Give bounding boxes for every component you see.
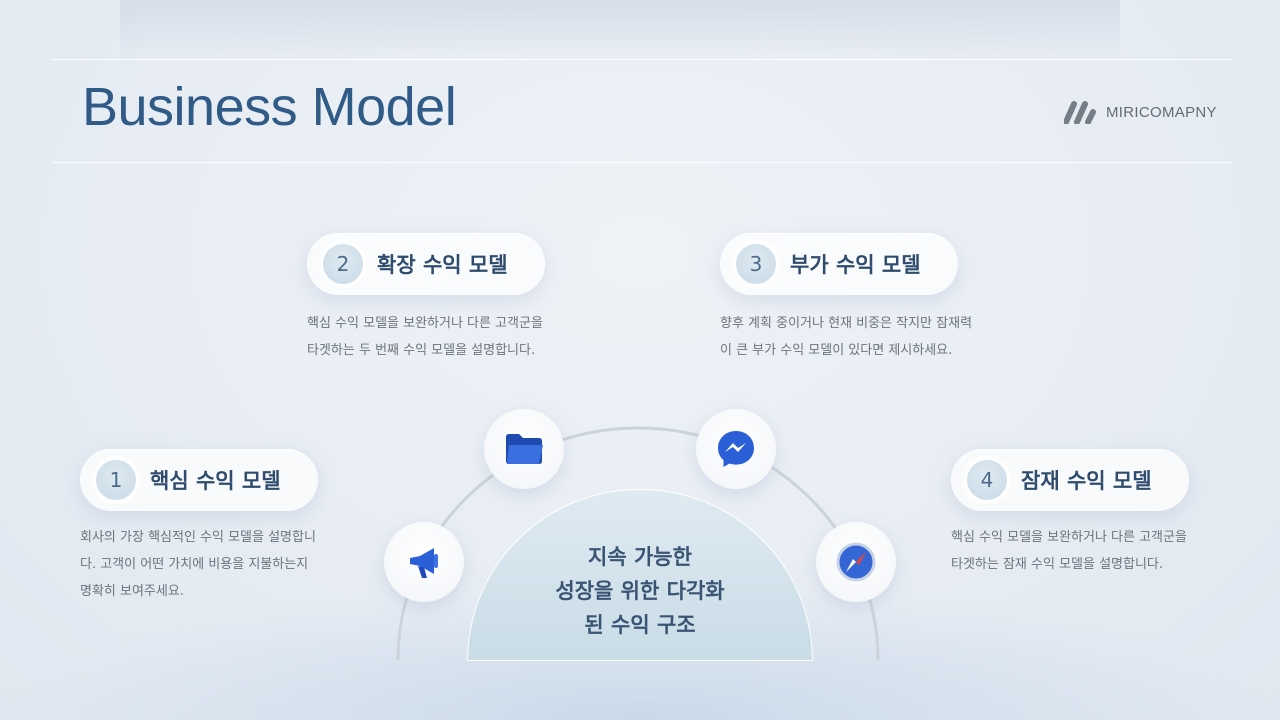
model-2-description: 핵심 수익 모델을 보완하거나 다른 고객군을 타겟하는 두 번째 수익 모델을… [307, 310, 543, 364]
folder-icon [506, 434, 543, 464]
center-line-2: 성장을 위한 다각화 [555, 579, 725, 603]
compass-bubble [816, 522, 896, 602]
model-1-desc-line: 회사의 가장 핵심적인 수익 모델을 설명합니 [80, 530, 316, 545]
model-1-description: 회사의 가장 핵심적인 수익 모델을 설명합니 다. 고객이 어떤 가치에 비용… [80, 524, 316, 605]
model-1-desc-line: 명확히 보여주세요. [80, 584, 184, 599]
brand-name: MIRICOMAPNY [1106, 103, 1217, 121]
model-3-pill: 3 부가 수익 모델 [720, 233, 958, 295]
center-statement: 지속 가능한 성장을 위한 다각화 된 수익 구조 [467, 540, 813, 642]
model-1-desc-line: 다. 고객이 어떤 가치에 비용을 지불하는지 [80, 557, 309, 572]
model-3-label: 부가 수익 모델 [790, 253, 921, 277]
model-2-pill: 2 확장 수익 모델 [307, 233, 545, 295]
model-3-description: 향후 계획 중이거나 현재 비중은 작지만 잠재력 이 큰 부가 수익 모델이 … [720, 310, 972, 364]
model-2-desc-line: 핵심 수익 모델을 보완하거나 다른 고객군을 [307, 316, 543, 331]
folder-bubble [484, 409, 564, 489]
model-4-description: 핵심 수익 모델을 보완하거나 다른 고객군을 타겟하는 잠재 수익 모델을 설… [951, 524, 1187, 578]
brand-logo: MIRICOMAPNY [1064, 100, 1217, 124]
model-1-label: 핵심 수익 모델 [150, 469, 281, 493]
messenger-bubble [696, 409, 776, 489]
model-4-label: 잠재 수익 모델 [1021, 469, 1152, 493]
model-3-desc-line: 이 큰 부가 수익 모델이 있다면 제시하세요. [720, 343, 953, 358]
header-divider [52, 162, 1232, 163]
center-line-3: 된 수익 구조 [584, 613, 696, 637]
megaphone-icon [410, 548, 438, 578]
model-1-pill: 1 핵심 수익 모델 [80, 449, 318, 511]
brand-mark-icon [1064, 101, 1096, 124]
compass-icon [836, 542, 876, 582]
model-4-pill: 4 잠재 수익 모델 [951, 449, 1189, 511]
center-line-1: 지속 가능한 [588, 545, 692, 569]
messenger-icon [718, 431, 754, 467]
top-divider [52, 59, 1232, 60]
model-2-number: 2 [323, 244, 363, 284]
model-4-desc-line: 타겟하는 잠재 수익 모델을 설명합니다. [951, 557, 1164, 572]
model-3-number: 3 [736, 244, 776, 284]
page-title: Business Model [82, 77, 457, 137]
model-2-label: 확장 수익 모델 [377, 253, 508, 277]
model-2-desc-line: 타겟하는 두 번째 수익 모델을 설명합니다. [307, 343, 536, 358]
model-4-desc-line: 핵심 수익 모델을 보완하거나 다른 고객군을 [951, 530, 1187, 545]
megaphone-bubble [384, 522, 464, 602]
model-3-desc-line: 향후 계획 중이거나 현재 비중은 작지만 잠재력 [720, 316, 973, 331]
model-1-number: 1 [96, 460, 136, 500]
model-4-number: 4 [967, 460, 1007, 500]
top-glow [120, 0, 1120, 60]
